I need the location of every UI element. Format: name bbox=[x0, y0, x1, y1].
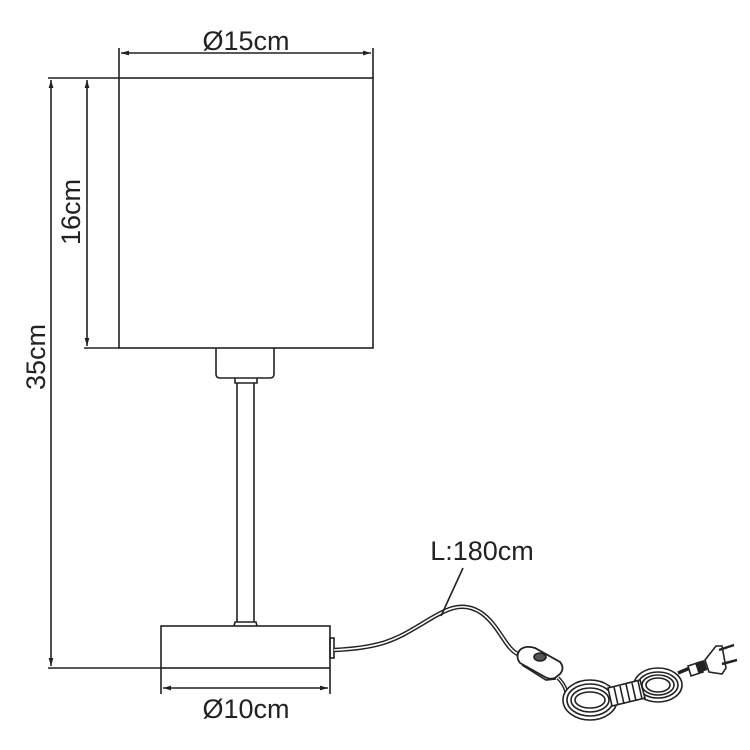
shade-height-label: 16cm bbox=[56, 179, 86, 245]
coiled-cable bbox=[562, 667, 683, 721]
inline-switch bbox=[516, 645, 564, 681]
cable-leader bbox=[440, 567, 464, 617]
base-diameter-label: Ø10cm bbox=[202, 694, 289, 724]
lamp-shade bbox=[118, 77, 374, 349]
total-height-label: 35cm bbox=[21, 324, 51, 390]
cable-grommet bbox=[329, 637, 335, 659]
holder-neck bbox=[234, 378, 258, 384]
cable-length-label: L:180cm bbox=[430, 536, 534, 566]
stem-collar bbox=[233, 621, 258, 627]
lamp-base bbox=[160, 625, 331, 669]
shade-diameter-label: Ø15cm bbox=[202, 26, 289, 56]
plug bbox=[687, 643, 738, 678]
lamp-holder bbox=[215, 348, 275, 379]
